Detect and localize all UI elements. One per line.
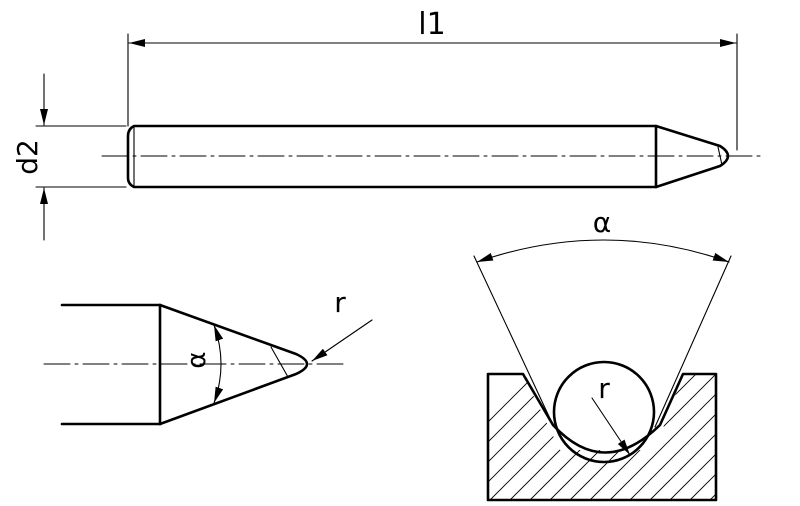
- cone-outline: [158, 303, 309, 426]
- tip-radius-leader: [311, 319, 373, 362]
- groove-radius-leader: [591, 397, 631, 456]
- groove-angle-arc: [476, 239, 730, 263]
- tip-radius-label: r: [334, 286, 346, 319]
- length-label: l1: [418, 7, 445, 42]
- tip-ball: [552, 360, 656, 464]
- length-dimension: l1: [127, 7, 738, 151]
- cone-flank-left: [473, 255, 554, 426]
- tip-angle-arc: [213, 324, 224, 404]
- tool-side-view: [101, 124, 763, 189]
- tip-facet-line: [270, 346, 289, 378]
- groove-angle-label: α: [593, 206, 611, 239]
- groove-radius-label: r: [598, 372, 610, 405]
- tip-detail-view: α r: [43, 286, 373, 426]
- diameter-dimension: d2: [11, 73, 127, 241]
- shank-outline: [126, 124, 730, 189]
- cone-flank-right: [654, 255, 732, 428]
- diameter-label: d2: [11, 139, 44, 175]
- tip-angle-label: α: [182, 351, 212, 368]
- groove-detail-view: α r: [473, 206, 732, 502]
